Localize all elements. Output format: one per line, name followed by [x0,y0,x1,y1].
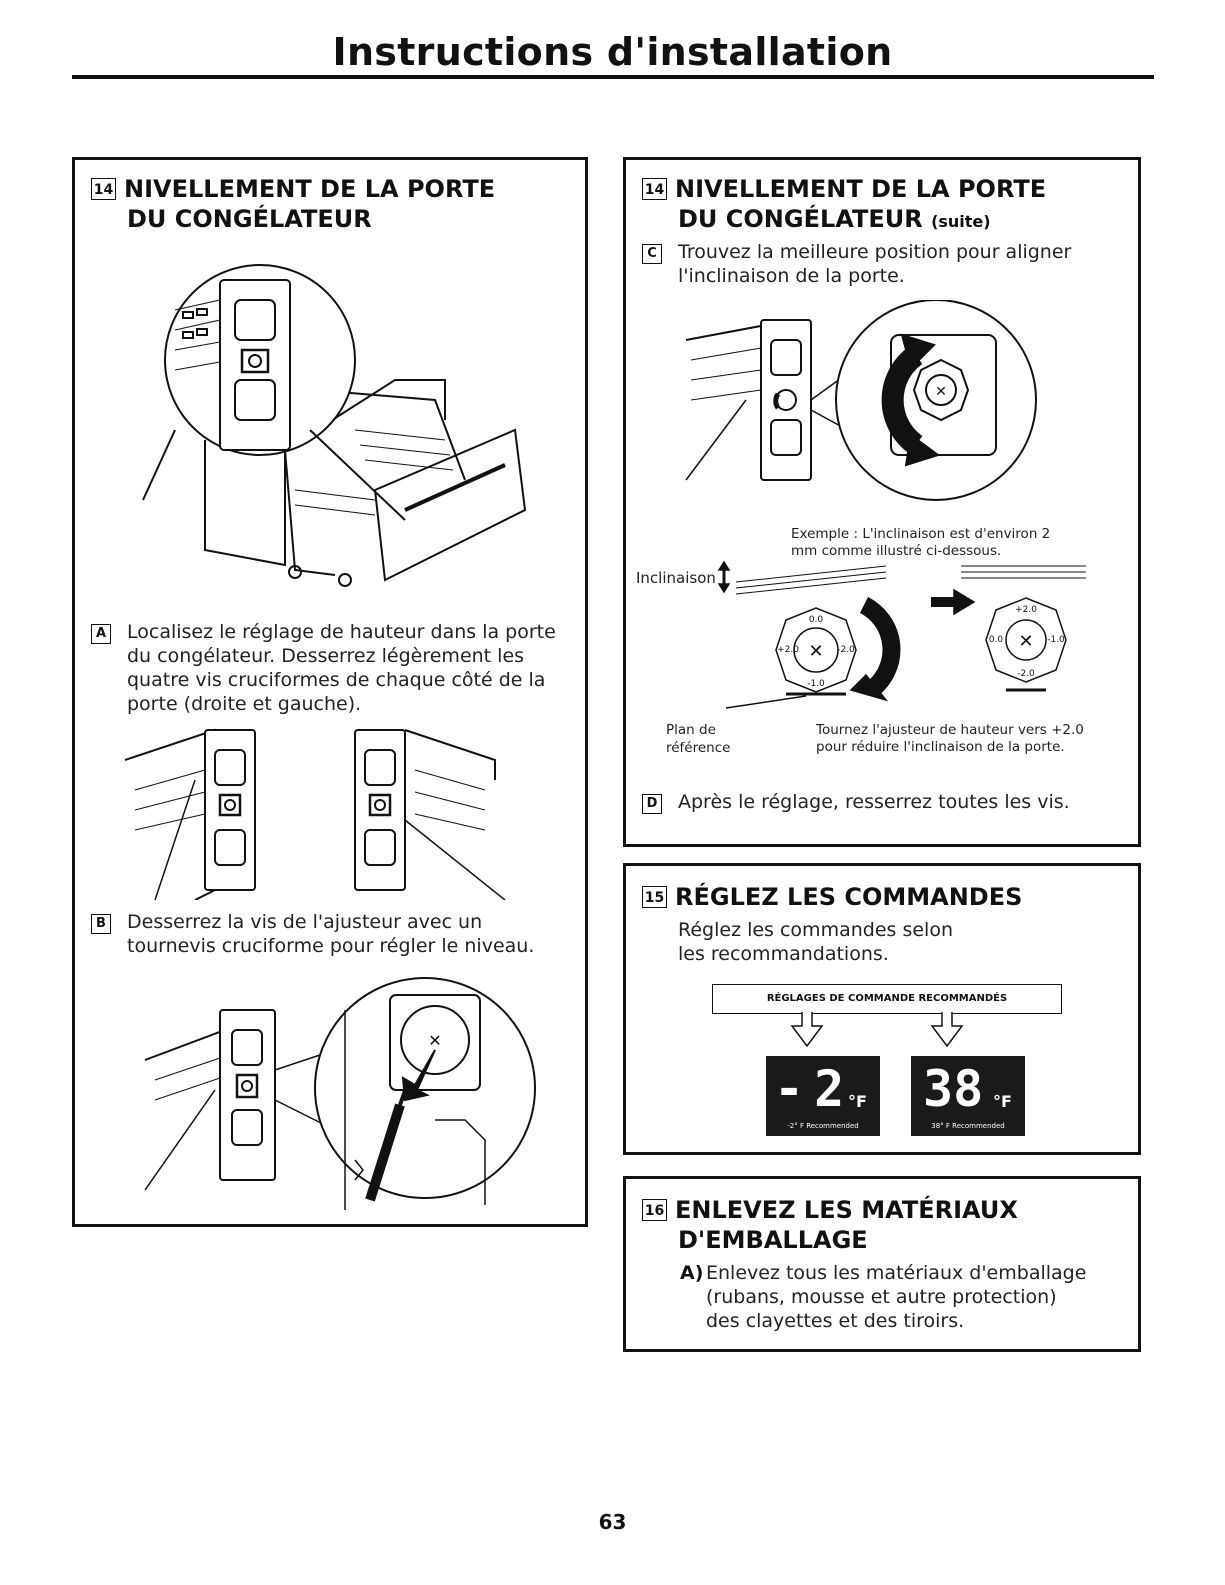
fridge-display-unit: °F [993,1092,1012,1111]
svg-text:✕: ✕ [428,1031,441,1050]
step-d-text: Après le réglage, resserrez toutes les v… [678,791,1070,813]
section-14-suite-title-line1: NIVELLEMENT DE LA PORTE [675,175,1047,203]
tilt-dial-diagram: ✕ 0.0 +2.0 -2.0 -1.0 ✕ +2.0 0.0 -1.0 -2.… [717,560,1086,709]
fridge-display-value: 38 [923,1060,984,1118]
turn-caption: Tournez l'ajusteur de hauteur vers +2.0 … [816,722,1084,755]
freezer-drawer-illustration [142,264,527,587]
settings-arrows [790,1012,964,1048]
section-16-title: 16 ENLEVEZ LES MATÉRIAUX D'EMBALLAGE [642,1195,1122,1255]
step-d-badge: D [642,794,662,814]
dial-left-minus20: -2.0 [837,645,855,655]
title-rule [72,75,1154,79]
example-caption: Exemple : L'inclinaison est d'environ 2 … [791,526,1051,559]
section-15-title: 15 RÉGLEZ LES COMMANDES [642,882,1122,912]
section-16-item-text: Enlevez tous les matériaux d'emballage (… [706,1262,1087,1332]
dial-left-plus20: +2.0 [777,645,799,655]
section-14-title-line1: NIVELLEMENT DE LA PORTE [124,175,496,203]
section-14-title: 14 NIVELLEMENT DE LA PORTE DU CONGÉLATEUR [91,174,571,234]
section-14-suite-title: 14 NIVELLEMENT DE LA PORTE DU CONGÉLATEUR… [642,174,1122,237]
label-reference: référence [666,740,731,756]
section-14-suite-badge: 14 [642,178,667,200]
section-14-suite-title-suffix: (suite) [931,212,991,231]
freezer-display-unit: °F [848,1092,867,1111]
section-16-title-line1: ENLEVEZ LES MATÉRIAUX [675,1196,1018,1224]
freezer-display: -2 °F -2° F Recommended [766,1056,880,1136]
dial-right-plus20: +2.0 [1015,605,1037,615]
section-16-badge: 16 [642,1199,667,1221]
page-title: Instructions d'installation [332,30,893,74]
step-b-badge: B [91,914,111,934]
step-a-badge: A [91,624,111,644]
recommended-settings-header: RÉGLAGES DE COMMANDE RECOMMANDÉS [712,984,1062,1014]
section-16-item-label: A) [680,1262,704,1284]
section-16-box: 16 ENLEVEZ LES MATÉRIAUX D'EMBALLAGE A) E… [623,1176,1141,1352]
dial-left-zero: 0.0 [809,615,824,625]
dial-right-minus10: -1.0 [1047,635,1065,645]
section-14-badge: 14 [91,178,116,200]
section-14-box: 14 NIVELLEMENT DE LA PORTE DU CONGÉLATEUR [72,157,588,1227]
section-16-title-line2: D'EMBALLAGE [678,1226,868,1254]
freezer-display-recommended: -2° F Recommended [787,1122,859,1130]
step-c-text: Trouvez la meilleure position pour align… [678,241,1072,287]
svg-text:✕: ✕ [935,384,947,400]
section-15-box: 15 RÉGLEZ LES COMMANDES Réglez les comman… [623,863,1141,1155]
svg-text:✕: ✕ [808,641,823,662]
svg-text:✕: ✕ [1018,631,1033,652]
step-a-text: Localisez le réglage de hauteur dans la … [127,621,556,715]
dial-right-minus20: -2.0 [1017,669,1035,679]
freezer-display-value: -2 [774,1060,855,1118]
step-c-badge: C [642,244,662,264]
fridge-display-recommended: 38° F Recommended [931,1122,1005,1130]
section-14-suite-box: 14 NIVELLEMENT DE LA PORTE DU CONGÉLATEUR… [623,157,1141,847]
fridge-display: 38 °F 38° F Recommended [911,1056,1025,1136]
section-15-text: Réglez les commandes selon les recommand… [678,919,953,965]
label-plan-de: Plan de [666,722,716,738]
dial-left-minus10: -1.0 [807,679,825,689]
rotation-adjuster-illustration: ✕ [685,300,1037,501]
label-inclinaison: Inclinaison [636,569,716,587]
door-brackets-illustration [124,728,506,900]
page-number: 63 [598,1510,627,1534]
section-15-badge: 15 [642,886,667,908]
section-14-suite-title-line2: DU CONGÉLATEUR [678,205,923,233]
section-14-title-line2: DU CONGÉLATEUR [127,205,372,233]
screwdriver-adjuster-illustration: ✕ [144,977,536,1210]
recommended-settings-header-text: RÉGLAGES DE COMMANDE RECOMMANDÉS [766,993,1008,1004]
section-15-title-text: RÉGLEZ LES COMMANDES [675,883,1023,911]
dial-right-zero: 0.0 [989,635,1004,645]
step-b-text: Desserrez la vis de l'ajusteur avec un t… [127,911,535,957]
